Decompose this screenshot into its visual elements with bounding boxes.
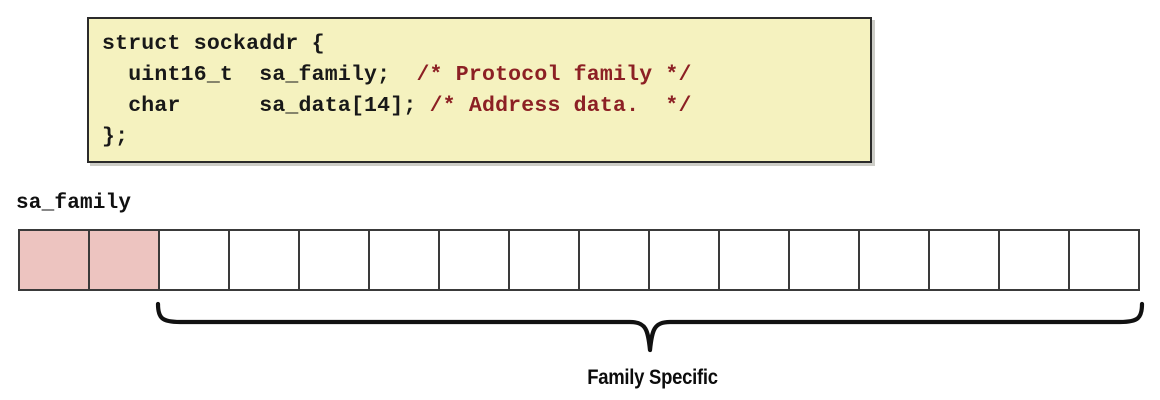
code-line-2-comment: /* Protocol family */ bbox=[416, 63, 692, 87]
brace-svg bbox=[150, 300, 1150, 362]
code-line-4: }; bbox=[102, 122, 692, 153]
sockaddr-byte-strip bbox=[18, 229, 1140, 291]
code-line-3-text: char sa_data[14]; bbox=[102, 94, 430, 118]
code-line-1: struct sockaddr { bbox=[102, 29, 692, 60]
code-line-2: uint16_t sa_family; /* Protocol family *… bbox=[102, 60, 692, 91]
byte-cell-7 bbox=[510, 231, 580, 289]
code-line-3-comment: /* Address data. */ bbox=[429, 94, 692, 118]
code-line-1-text: struct sockaddr { bbox=[102, 32, 325, 56]
byte-cell-2 bbox=[160, 231, 230, 289]
code-listing: struct sockaddr { uint16_t sa_family; /*… bbox=[102, 29, 692, 153]
family-specific-brace bbox=[150, 300, 1150, 362]
byte-cell-9 bbox=[650, 231, 720, 289]
code-line-2-text: uint16_t sa_family; bbox=[102, 63, 417, 87]
byte-cell-6 bbox=[440, 231, 510, 289]
byte-cell-15 bbox=[1070, 231, 1138, 289]
sockaddr-code-block: struct sockaddr { uint16_t sa_family; /*… bbox=[87, 17, 872, 163]
byte-cell-0 bbox=[20, 231, 90, 289]
byte-cell-8 bbox=[580, 231, 650, 289]
byte-cell-11 bbox=[790, 231, 860, 289]
byte-cell-1 bbox=[90, 231, 160, 289]
sa-family-field-label: sa_family bbox=[16, 192, 132, 215]
family-specific-caption: Family Specific bbox=[587, 366, 718, 389]
byte-cell-13 bbox=[930, 231, 1000, 289]
code-line-4-text: }; bbox=[102, 125, 129, 149]
byte-cell-4 bbox=[300, 231, 370, 289]
byte-cell-5 bbox=[370, 231, 440, 289]
byte-cell-10 bbox=[720, 231, 790, 289]
code-line-3: char sa_data[14]; /* Address data. */ bbox=[102, 91, 692, 122]
byte-cell-3 bbox=[230, 231, 300, 289]
byte-cell-14 bbox=[1000, 231, 1070, 289]
byte-cell-12 bbox=[860, 231, 930, 289]
brace-path bbox=[158, 304, 1142, 350]
